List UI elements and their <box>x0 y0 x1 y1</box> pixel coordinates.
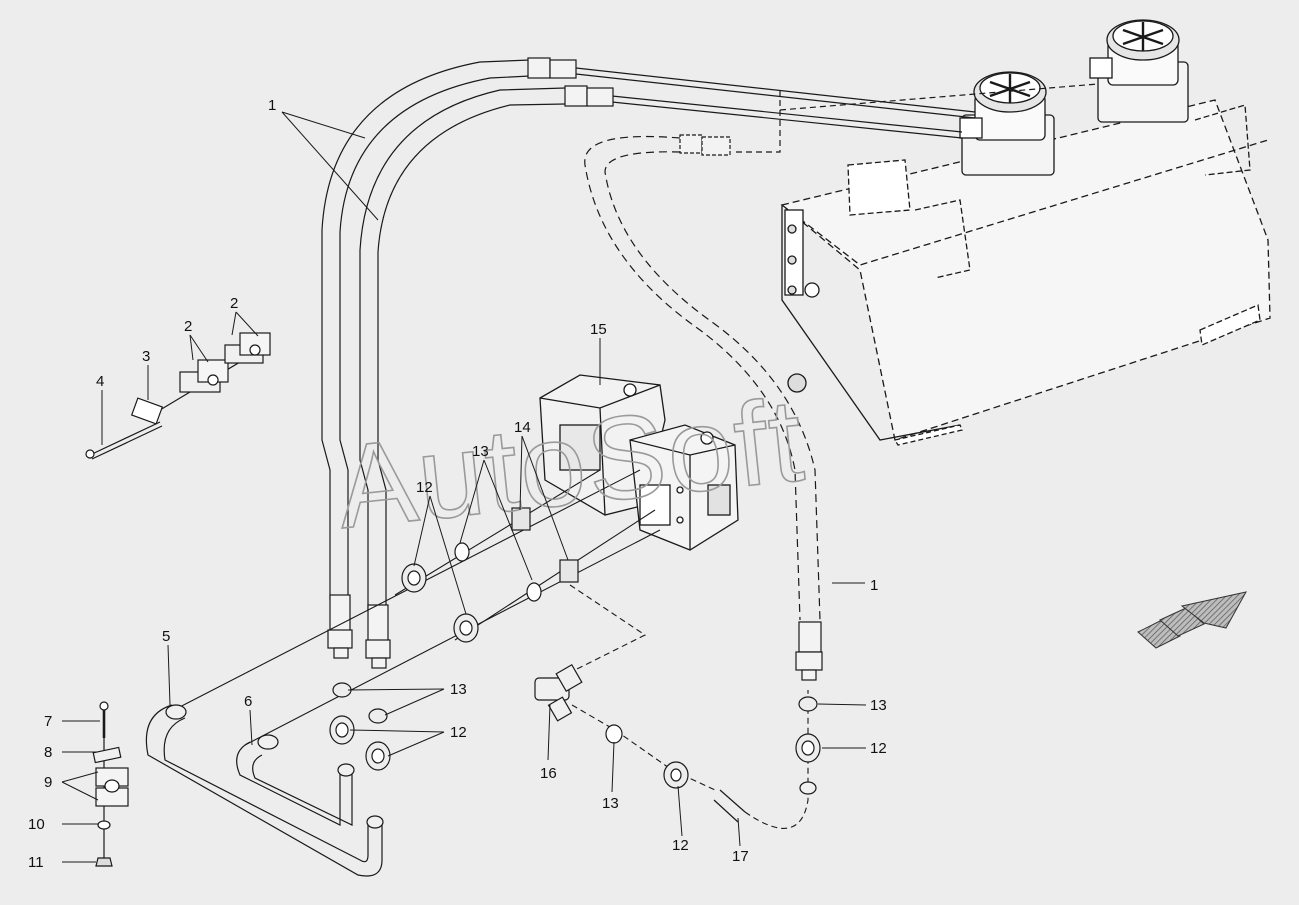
filler-cap-rear <box>1089 19 1189 123</box>
angle-fitting <box>534 664 583 722</box>
callout-9: 9 <box>44 774 52 791</box>
callout-6: 6 <box>244 693 252 710</box>
callout-12: 12 <box>672 837 689 854</box>
callout-1: 1 <box>870 577 878 594</box>
filler-cap-front <box>959 71 1055 176</box>
pressure-lines-to-valve <box>169 469 809 829</box>
callout-14: 14 <box>514 419 531 436</box>
rigid-tubes <box>145 704 746 877</box>
callout-16: 16 <box>540 765 557 782</box>
callout-5: 5 <box>162 628 170 645</box>
callout-13: 13 <box>870 697 887 714</box>
return-hose-dashed <box>584 135 821 621</box>
callout-17: 17 <box>732 848 749 865</box>
tube-end-caps <box>165 704 817 829</box>
callout-12: 12 <box>450 724 467 741</box>
callout-2: 2 <box>230 295 238 312</box>
callout-12: 12 <box>870 740 887 757</box>
leader-lines <box>61 111 867 863</box>
callout-labels: 1 1 2 2 3 4 5 6 7 8 9 10 11 12 12 12 12 … <box>28 97 887 871</box>
callout-3: 3 <box>142 348 150 365</box>
callout-7: 7 <box>44 713 52 730</box>
callout-1: 1 <box>268 97 276 114</box>
callout-8: 8 <box>44 744 52 761</box>
callout-13: 13 <box>450 681 467 698</box>
distributor-valve-block <box>539 374 739 551</box>
hose-end-fittings <box>327 594 823 681</box>
callout-13: 13 <box>472 443 489 460</box>
clamp-assembly-lower <box>92 701 129 867</box>
hydraulic-tank <box>780 99 1271 446</box>
union-nuts <box>329 507 821 789</box>
watermark-text: AutoSoft <box>331 374 811 554</box>
hose-fittings-top <box>527 57 731 156</box>
high-pressure-hoses <box>321 59 1099 610</box>
callout-13: 13 <box>602 795 619 812</box>
callout-12: 12 <box>416 479 433 496</box>
callout-2: 2 <box>184 318 192 335</box>
direction-arrow-icon <box>1137 591 1247 649</box>
callout-11: 11 <box>28 854 44 871</box>
callout-15: 15 <box>590 321 607 338</box>
callout-4: 4 <box>96 373 104 390</box>
clamp-assembly-upper <box>85 332 271 460</box>
callout-10: 10 <box>28 816 45 833</box>
